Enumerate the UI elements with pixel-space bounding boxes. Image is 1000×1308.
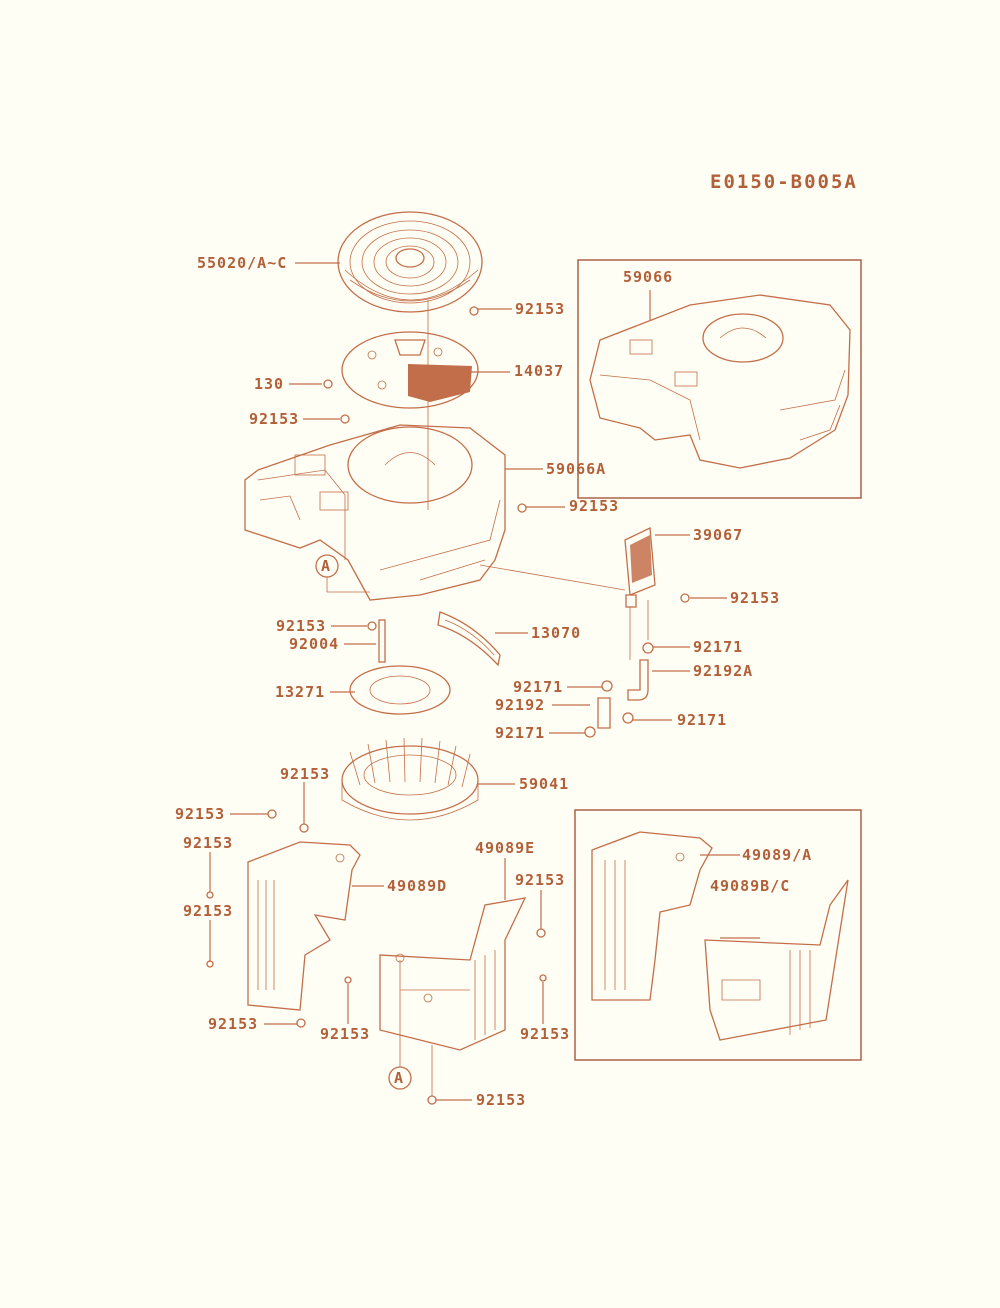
label-92153-screen: 92153 xyxy=(515,300,565,318)
label-92171-right: 92171 xyxy=(677,711,727,729)
label-92153-baffle-lower: 92153 xyxy=(183,902,233,920)
label-92153-shroud-side: 92153 xyxy=(569,497,619,515)
label-92171-left: 92171 xyxy=(513,678,563,696)
alternate-shroud-box xyxy=(577,259,862,499)
label-92192: 92192 xyxy=(495,696,545,714)
label-14037: 14037 xyxy=(514,362,564,380)
label-92153-fan-top: 92153 xyxy=(280,765,330,783)
label-59066: 59066 xyxy=(623,268,673,286)
label-13070: 13070 xyxy=(531,624,581,642)
label-59041: 59041 xyxy=(519,775,569,793)
label-92153-fan-left: 92153 xyxy=(175,805,225,823)
fan-59041 xyxy=(341,737,479,821)
part-39067 xyxy=(624,527,656,608)
reference-marker-top: A xyxy=(315,554,370,593)
shroud-59066 xyxy=(589,294,851,469)
label-39067: 39067 xyxy=(693,526,743,544)
pin-92004 xyxy=(378,619,386,663)
diagram-code: E0150-B005A xyxy=(710,171,858,193)
alternate-baffle-box xyxy=(574,809,862,1061)
reference-marker-bottom: A xyxy=(388,1066,412,1090)
label-55020: 55020/A~C xyxy=(197,254,287,272)
label-49089D: 49089D xyxy=(387,877,447,895)
label-92192A: 92192A xyxy=(693,662,753,680)
starter-pulley-14037 xyxy=(341,331,479,409)
label-59066A: 59066A xyxy=(546,460,606,478)
label-92153-baffle-upper: 92153 xyxy=(183,834,233,852)
label-92171-lower: 92171 xyxy=(495,724,545,742)
fan-screen-55020 xyxy=(337,211,483,313)
label-92153-shroud-top: 92153 xyxy=(249,410,299,428)
leader-39067-link xyxy=(479,564,626,591)
label-92153-pin: 92153 xyxy=(276,617,326,635)
shroud-59066A xyxy=(244,424,506,601)
label-92153-49089E: 92153 xyxy=(515,871,565,889)
baffle-49089BC xyxy=(704,879,849,1041)
label-92153-bottom-left: 92153 xyxy=(320,1025,370,1043)
label-92171-upper: 92171 xyxy=(693,638,743,656)
label-92153-bottom: 92153 xyxy=(476,1091,526,1109)
label-92004: 92004 xyxy=(289,635,339,653)
label-130: 130 xyxy=(254,375,284,393)
label-13271: 13271 xyxy=(275,683,325,701)
label-92153-39067: 92153 xyxy=(730,589,780,607)
label-92153-baffle-bottom: 92153 xyxy=(208,1015,258,1033)
plate-13271 xyxy=(349,665,451,715)
leader-lines xyxy=(209,262,760,1101)
label-49089BC: 49089B/C xyxy=(710,877,790,895)
label-49089E: 49089E xyxy=(475,839,535,857)
label-49089A: 49089/A xyxy=(742,846,812,864)
baffle-49089E xyxy=(379,897,527,1098)
hose-assembly xyxy=(584,600,654,738)
baffle-49089A xyxy=(591,831,713,1001)
label-92153-bottom-right: 92153 xyxy=(520,1025,570,1043)
baffle-49089D xyxy=(247,841,361,1011)
reference-marker-bottom-label: A xyxy=(394,1069,404,1087)
reference-marker-top-label: A xyxy=(321,557,331,575)
guide-13070 xyxy=(437,611,501,667)
